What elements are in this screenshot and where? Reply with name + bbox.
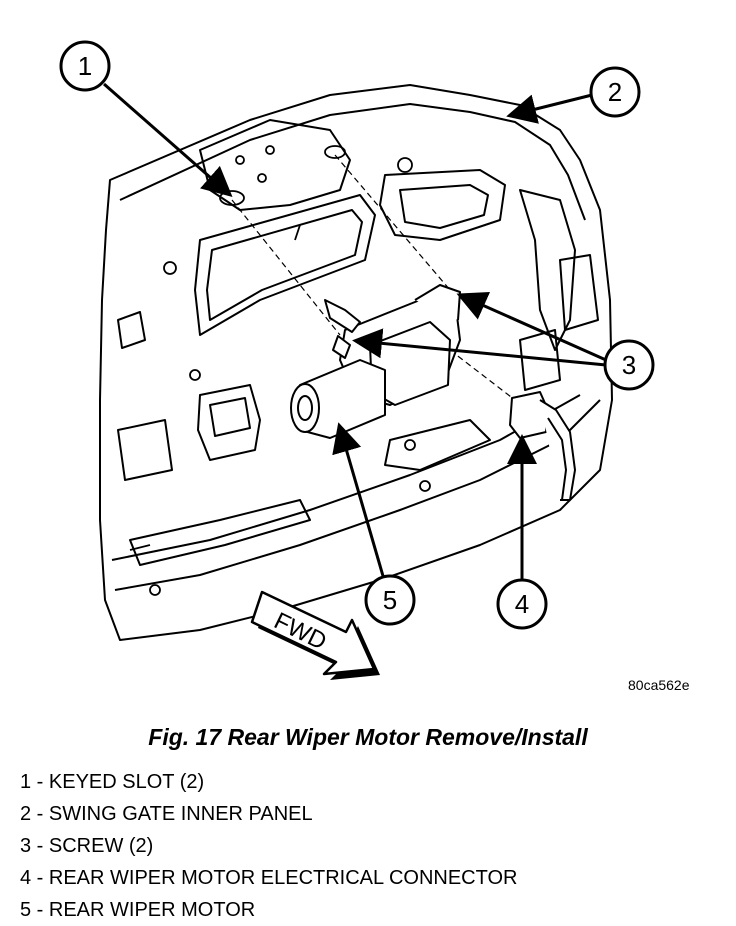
image-code: 80ca562e [628,677,690,693]
callout-1: 1 [59,40,233,197]
figure-caption: Fig. 17 Rear Wiper Motor Remove/Install [148,724,588,750]
alignment-lines [231,154,516,401]
legend-list: 1 - KEYED SLOT (2) 2 - SWING GATE INNER … [20,766,517,926]
swing-gate-inner-panel [99,84,613,641]
legend-item: 2 - SWING GATE INNER PANEL [20,803,313,825]
callout-number-1: 1 [78,51,92,81]
panel-holes [129,145,431,596]
callout-number-3: 3 [622,350,636,380]
wiper-motor-diagram: 1 2 3 4 5 FWD 80ca562e [59,40,690,693]
callout-number-5: 5 [383,585,397,615]
legend-item: 3 - SCREW (2) [20,835,154,857]
legend-item: 1 - KEYED SLOT (2) [20,771,205,793]
motor-electrical-connector [509,391,576,501]
callout-5: 5 [332,422,416,626]
callout-4: 4 [496,434,548,630]
callout-3: 3 [352,292,655,391]
callout-number-2: 2 [608,77,622,107]
legend-item: 5 - REAR WIPER MOTOR [20,899,256,921]
callout-2: 2 [506,66,641,124]
fwd-arrow: FWD [250,590,380,680]
rear-wiper-motor [290,284,461,439]
legend-item: 4 - REAR WIPER MOTOR ELECTRICAL CONNECTO… [20,867,518,889]
callout-number-4: 4 [515,589,529,619]
